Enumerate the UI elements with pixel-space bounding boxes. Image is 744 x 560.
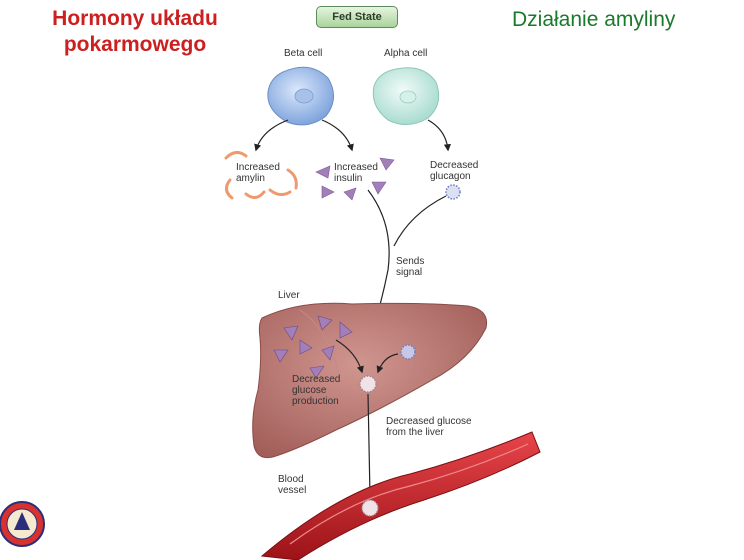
glucagon-label-line-1: Decreased — [430, 160, 479, 171]
fed-state-badge: Fed State — [316, 6, 398, 28]
insulin-molecules — [315, 157, 395, 201]
glucagon-granule — [445, 184, 461, 200]
amylin-molecules — [224, 151, 298, 200]
glucose-from-liver-line-2: from the liver — [386, 427, 444, 438]
university-seal-icon — [0, 501, 45, 547]
glucose-production-line-2: glucose — [292, 385, 327, 396]
alpha-cell-label: Alpha cell — [384, 48, 428, 59]
slide-title: Hormony układu pokarmowego — [10, 6, 260, 58]
beta-cell — [267, 66, 334, 126]
liver-insulin-molecules — [273, 315, 353, 379]
glucose-granule-vessel — [361, 499, 379, 517]
slide-subtitle: Działanie amyliny — [512, 8, 676, 31]
blood-vessel — [260, 431, 541, 560]
glucose-from-liver-line-1: Decreased glucose — [386, 416, 472, 427]
alpha-cell — [372, 67, 440, 125]
blood-vessel-label: Blood vessel — [278, 474, 306, 496]
insulin-label-line-1: Increased — [334, 162, 378, 173]
insulin-label-line-2: insulin — [334, 173, 363, 184]
glucose-production-label: Decreased glucose production — [292, 374, 340, 407]
blood-vessel-line-1: Blood — [278, 474, 304, 485]
signal-label: Sends signal — [396, 256, 424, 278]
glucose-production-line-3: production — [292, 396, 339, 407]
glucagon-label-line-2: glucagon — [430, 171, 471, 182]
amylin-label-line-2: amylin — [236, 173, 265, 184]
glucagon-label: Decreased glucagon — [430, 160, 478, 182]
slide-title-line-2: pokarmowego — [63, 33, 207, 56]
amylin-label-line-1: Increased — [236, 162, 280, 173]
slide-title-line-1: Hormony układu — [52, 7, 218, 30]
beta-cell-label: Beta cell — [284, 48, 323, 59]
signal-label-line-2: signal — [396, 267, 423, 278]
amylin-label: Increased amylin — [236, 162, 280, 184]
signal-label-line-1: Sends — [396, 256, 425, 267]
blood-vessel-line-2: vessel — [278, 485, 307, 496]
liver-glucagon-granule — [400, 344, 416, 360]
glucose-production-line-1: Decreased — [292, 374, 341, 385]
glucose-from-liver-label: Decreased glucose from the liver — [386, 416, 472, 438]
glucose-granule-liver — [359, 375, 377, 393]
liver-label: Liver — [278, 290, 300, 301]
insulin-label: Increased insulin — [334, 162, 378, 184]
